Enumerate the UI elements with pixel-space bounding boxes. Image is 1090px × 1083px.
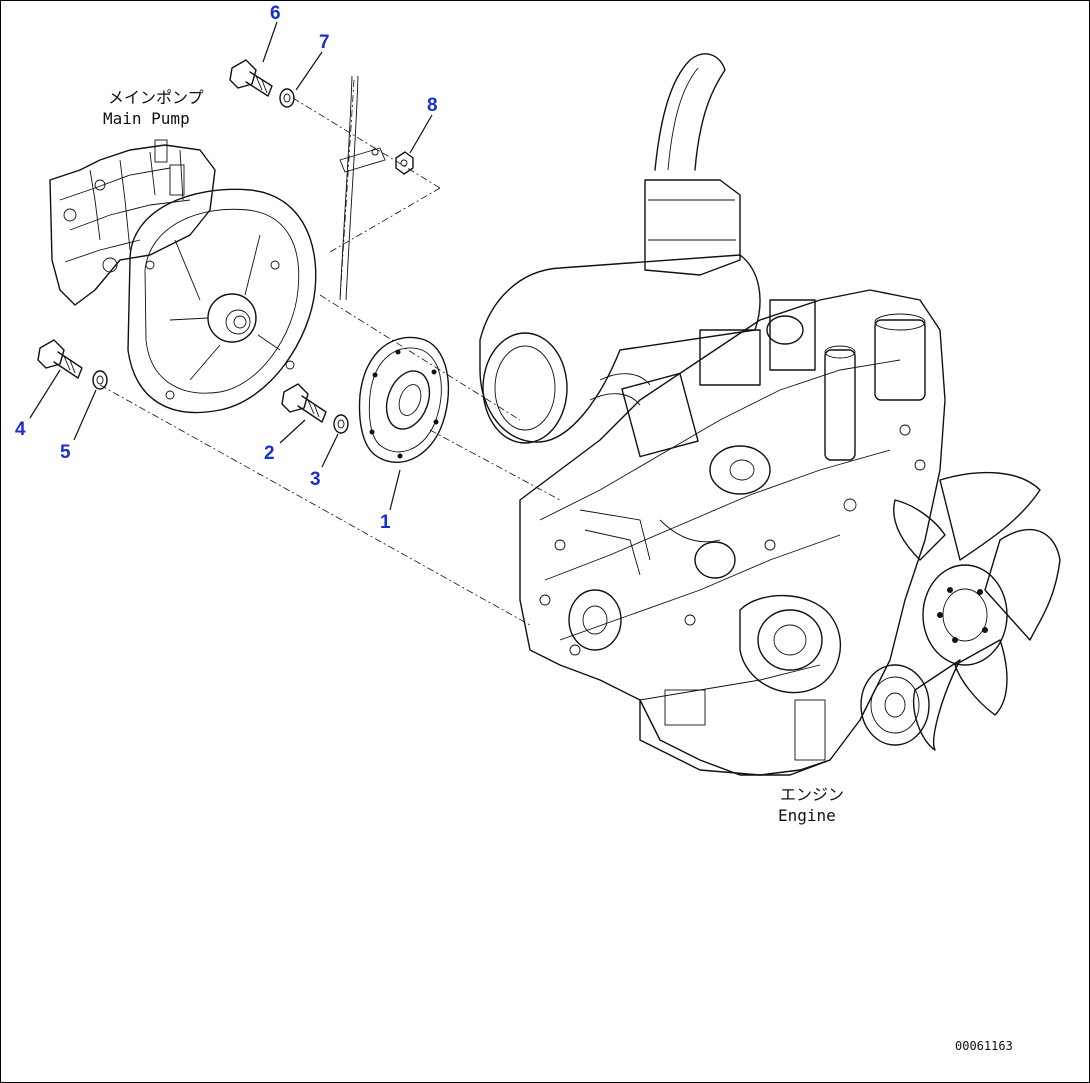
bolt-2-illustration	[281, 383, 327, 423]
nut-8-illustration	[395, 151, 414, 175]
main-pump-illustration	[49, 139, 317, 414]
main-pump-label-jp: メインポンプ	[108, 88, 204, 107]
main-pump-label-en: Main Pump	[103, 109, 190, 128]
washer-3-illustration	[333, 414, 349, 434]
engine-label-jp: エンジン	[780, 785, 844, 804]
engine-label-en: Engine	[778, 806, 836, 825]
assembly-lines	[99, 79, 561, 626]
callout-2: 2	[264, 443, 275, 464]
fan-illustration	[893, 471, 1061, 751]
callout-4: 4	[15, 419, 26, 440]
coupling-1-illustration	[358, 336, 450, 463]
callout-6: 6	[270, 3, 281, 24]
washer-5-illustration	[92, 370, 108, 390]
engine-illustration	[479, 53, 946, 776]
bolt-6-illustration	[229, 59, 273, 97]
callout-leaders	[29, 21, 433, 511]
callout-numbers: 6 7 8 4 5 2 3 1	[15, 3, 438, 533]
callout-8: 8	[427, 95, 438, 116]
callout-1: 1	[380, 512, 391, 533]
washer-7-illustration	[279, 88, 295, 108]
callout-3: 3	[310, 469, 321, 490]
figure-code: 00061163	[955, 1039, 1013, 1053]
bolt-4-illustration	[37, 339, 83, 379]
callout-5: 5	[60, 442, 71, 463]
callout-7: 7	[319, 32, 330, 53]
pipe-illustration	[339, 75, 386, 301]
